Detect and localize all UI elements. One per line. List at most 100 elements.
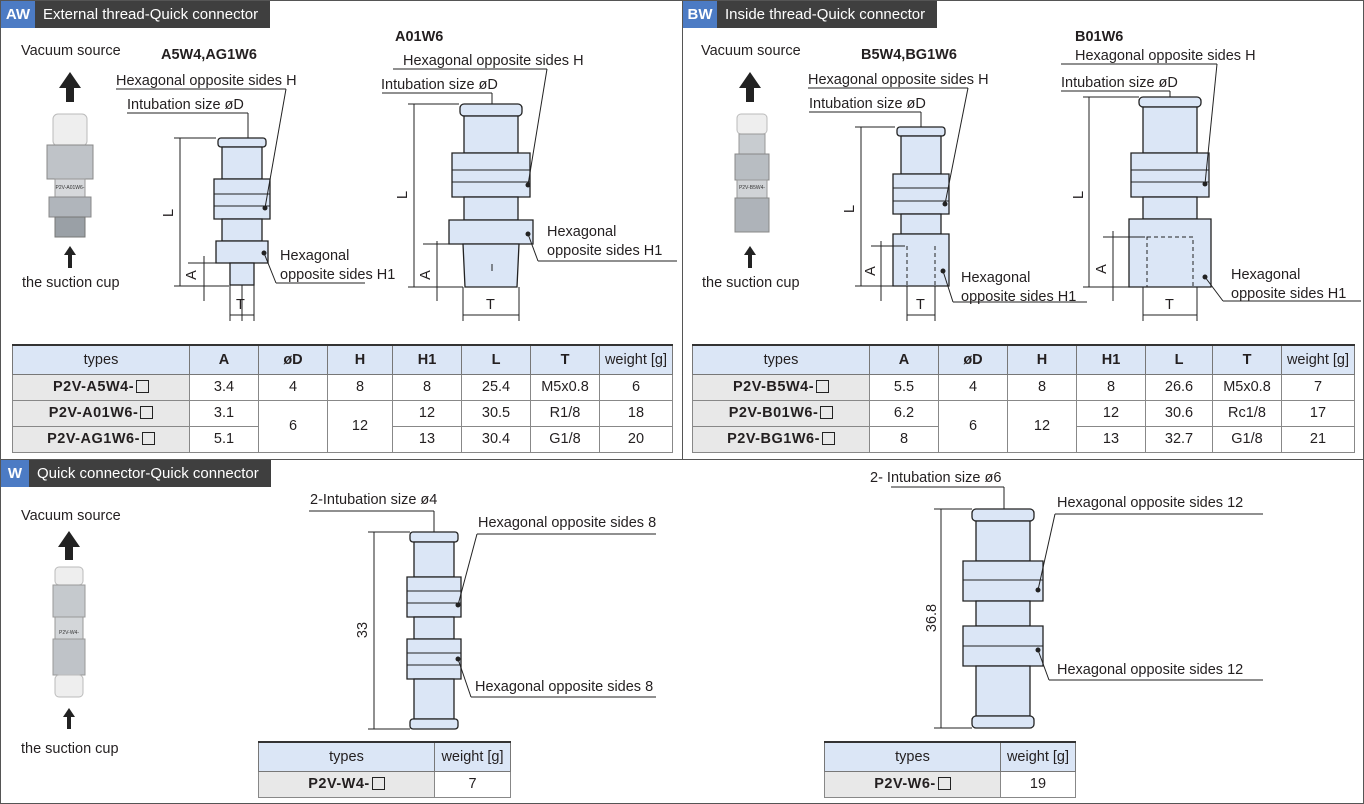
- hex-h-label-right: Hexagonal opposite sides H: [403, 53, 584, 69]
- part-drawing-a5w4: [116, 88, 365, 321]
- part-drawing-b5w4: [808, 87, 1087, 321]
- model-label-left: B5W4,BG1W6: [861, 47, 957, 63]
- col-h: H: [327, 344, 393, 375]
- col-t: T: [1212, 344, 1282, 375]
- panel-code: BW: [683, 1, 717, 28]
- up-arrow-icon: [58, 531, 80, 560]
- intubation-label-right: Intubation size øD: [1061, 75, 1178, 91]
- panel-code: W: [1, 460, 29, 487]
- up-arrow-icon-small: [64, 246, 76, 268]
- col-h: H: [1007, 344, 1077, 375]
- col-types: types: [692, 344, 870, 375]
- model-label-left: A5W4,AG1W6: [161, 47, 257, 63]
- col-a: A: [189, 344, 259, 375]
- aw-spec-table: types A øD H H1 L T weight [g] P2V-A5W4-…: [12, 344, 673, 453]
- col-l: L: [461, 344, 531, 375]
- col-weight: weight [g]: [599, 344, 673, 375]
- w4-table: types weight [g] P2V-W4- 7: [258, 741, 511, 798]
- col-weight: weight [g]: [1281, 344, 1355, 375]
- dim-a-right: A: [1093, 264, 1110, 274]
- dim-a-right: A: [417, 270, 434, 280]
- vacuum-source-label: Vacuum source: [21, 43, 121, 59]
- product-image: P2V-W4-: [52, 566, 86, 698]
- col-l: L: [1145, 344, 1213, 375]
- panel-title: Inside thread-Quick connector: [725, 6, 926, 23]
- intubation-label-left: Intubation size øD: [809, 96, 926, 112]
- hex-top-label-right: Hexagonal opposite sides 12: [1057, 495, 1244, 511]
- part-drawing-a01w6: [382, 68, 677, 321]
- model-label-right: B01W6: [1075, 29, 1124, 45]
- panel-title: Quick connector-Quick connector: [37, 465, 259, 482]
- suction-cup-label: the suction cup: [21, 741, 119, 757]
- w6-table: types weight [g] P2V-W6- 19: [824, 741, 1076, 798]
- panel-w: W Quick connector-Quick connector Vacuum…: [0, 459, 1364, 804]
- col-a: A: [869, 344, 939, 375]
- aw-diagram: P2V-A01W6-: [46, 68, 677, 321]
- panel-code: AW: [1, 1, 35, 28]
- up-arrow-icon: [59, 72, 81, 102]
- dim-a-left: A: [862, 266, 879, 276]
- panel-bw: BW Inside thread-Quick connector Vacuum …: [682, 0, 1364, 460]
- table-header-row: types A øD H H1 L T weight [g]: [12, 344, 673, 375]
- up-arrow-icon-small: [63, 708, 75, 729]
- dim-t-right: T: [1165, 297, 1174, 313]
- dim-l-right: L: [1071, 190, 1088, 200]
- product-label: P2V-W4-: [59, 630, 79, 636]
- dim-l-right: L: [395, 190, 412, 200]
- intubation-label-right: 2- Intubation size ø6: [870, 470, 1002, 486]
- table-row: P2V-W4- 7: [258, 770, 511, 798]
- suction-cup-label: the suction cup: [702, 275, 800, 291]
- table-row: P2V-W6- 19: [824, 770, 1076, 798]
- table-header-row: types A øD H H1 L T weight [g]: [692, 344, 1355, 375]
- col-h1: H1: [392, 344, 462, 375]
- up-arrow-icon: [739, 72, 761, 102]
- panel-w-header: W Quick connector-Quick connector: [1, 460, 271, 487]
- suction-cup-label: the suction cup: [22, 275, 120, 291]
- panel-aw: AW External thread-Quick connector Vacuu…: [0, 0, 683, 460]
- hex-h-label-left: Hexagonal opposite sides H: [808, 72, 989, 88]
- hex-h-label-right: Hexagonal opposite sides H: [1075, 48, 1256, 64]
- col-weight: weight [g]: [1000, 741, 1076, 772]
- dim-t-left: T: [916, 297, 925, 313]
- dim-t-left: T: [236, 297, 245, 313]
- col-types: types: [258, 741, 435, 772]
- intubation-label-right: Intubation size øD: [381, 77, 498, 93]
- col-d: øD: [938, 344, 1008, 375]
- intubation-label-left: 2-Intubation size ø4: [310, 492, 438, 508]
- part-drawing-w6: [891, 486, 1263, 729]
- dim-l-left: L: [842, 204, 859, 214]
- model-label-right: A01W6: [395, 29, 444, 45]
- dim-t-right: T: [486, 297, 495, 313]
- col-types: types: [824, 741, 1001, 772]
- col-t: T: [530, 344, 600, 375]
- col-weight: weight [g]: [434, 741, 511, 772]
- hex-bottom-label-left: Hexagonal opposite sides 8: [475, 679, 654, 695]
- hex-h-label-left: Hexagonal opposite sides H: [116, 73, 297, 89]
- up-arrow-icon-small: [744, 246, 756, 268]
- product-image: P2V-A01W6-: [46, 113, 94, 238]
- length-label-right: 36.8: [924, 603, 941, 633]
- part-drawing-w4: [309, 510, 656, 730]
- dim-a-left: A: [183, 270, 200, 280]
- intubation-label-left: Intubation size øD: [127, 97, 244, 113]
- panel-aw-header: AW External thread-Quick connector: [1, 1, 271, 28]
- col-types: types: [12, 344, 190, 375]
- table-header-row: types weight [g]: [258, 741, 511, 772]
- bw-diagram: P2V-B5W4-: [734, 63, 1361, 321]
- vacuum-source-label: Vacuum source: [21, 508, 121, 524]
- hex-top-label-left: Hexagonal opposite sides 8: [478, 515, 657, 531]
- panel-bw-header: BW Inside thread-Quick connector: [683, 1, 938, 28]
- product-image: P2V-B5W4-: [734, 113, 770, 233]
- length-label-left: 33: [355, 621, 372, 639]
- product-label: P2V-B5W4-: [739, 185, 765, 191]
- vacuum-source-label: Vacuum source: [701, 43, 801, 59]
